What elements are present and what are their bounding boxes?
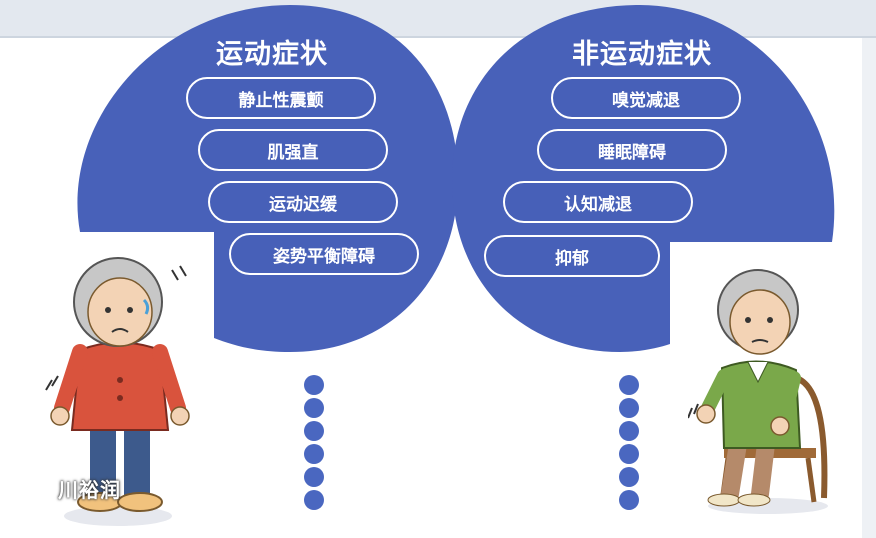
dot-left-column — [304, 490, 324, 510]
motor-symptoms-title: 运动症状 — [216, 39, 328, 70]
non-motor-symptoms-title: 非运动症状 — [572, 39, 712, 70]
motor-symptom-pill: 静止性震颤 — [186, 77, 376, 119]
dot-right-column — [619, 375, 639, 395]
dot-left-column — [304, 398, 324, 418]
non-motor-symptom-pill: 抑郁 — [484, 235, 660, 277]
non-motor-symptom-pill: 认知减退 — [503, 181, 693, 223]
dot-left-column — [304, 444, 324, 464]
dot-left-column — [304, 467, 324, 487]
dot-right-column — [619, 444, 639, 464]
motor-symptom-pill: 姿势平衡障碍 — [229, 233, 419, 275]
dot-left-column — [304, 375, 324, 395]
dot-right-column — [619, 467, 639, 487]
motor-symptom-pill: 运动迟缓 — [208, 181, 398, 223]
elderly-man-seated-icon — [688, 269, 828, 514]
non-motor-symptom-pill: 睡眠障碍 — [537, 129, 727, 171]
watermark-text: 川裕润 — [58, 478, 121, 502]
dot-right-column — [619, 421, 639, 441]
dot-right-column — [619, 398, 639, 418]
non-motor-symptom-pill: 嗅觉减退 — [551, 77, 741, 119]
elderly-woman-trembling-icon — [45, 257, 190, 526]
top-bar-divider — [0, 36, 876, 38]
dot-right-column — [619, 490, 639, 510]
motor-symptom-pill: 肌强直 — [198, 129, 388, 171]
dot-left-column — [304, 421, 324, 441]
right-edge-strip — [862, 38, 876, 538]
